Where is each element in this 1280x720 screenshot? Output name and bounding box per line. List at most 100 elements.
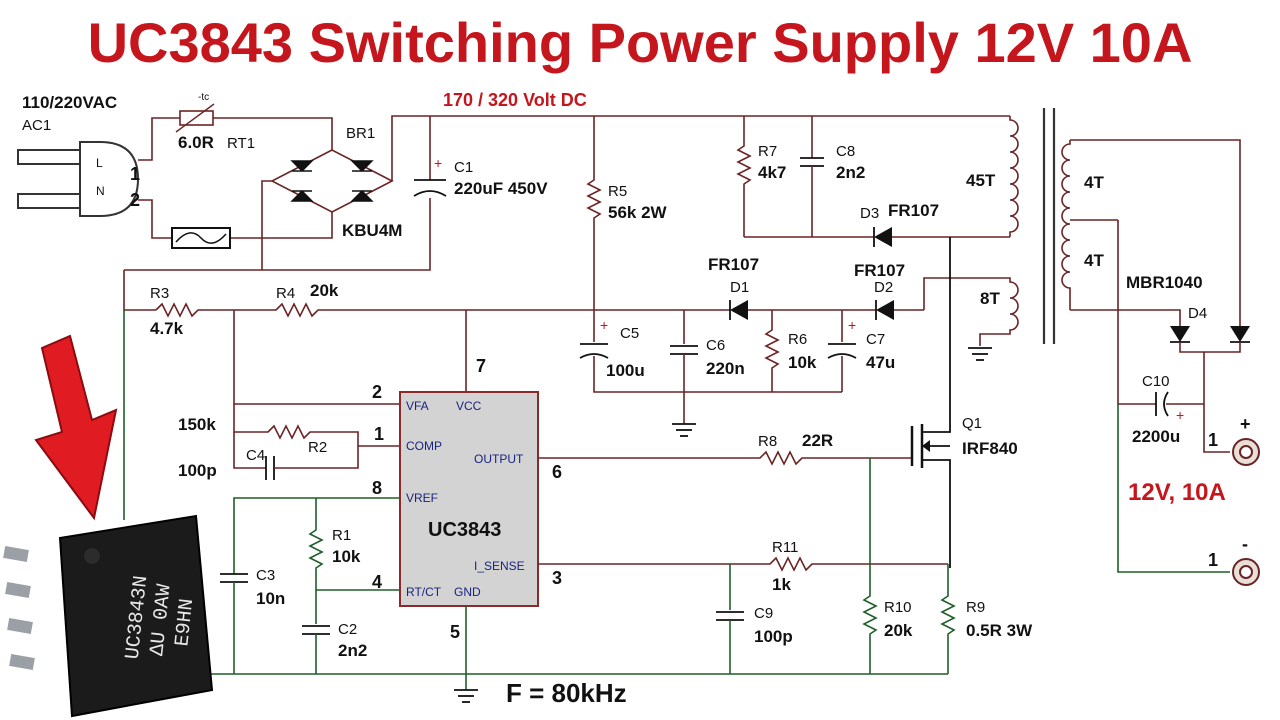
r9-value: 0.5R 3W (966, 621, 1033, 640)
r3-value: 4.7k (150, 319, 184, 338)
thermistor-rt1 (175, 103, 215, 133)
c3-value: 10n (256, 589, 285, 608)
ic-pin-vcc: VCC (456, 399, 482, 413)
c9-ref: C9 (754, 605, 773, 622)
c10-plus: + (1176, 407, 1184, 423)
c7-value: 47u (866, 353, 895, 372)
pin-num-vcc: 7 (476, 356, 486, 376)
r5-ref: R5 (608, 183, 627, 200)
r4-ref: R4 (276, 285, 295, 302)
ic-pin-vref: VREF (406, 491, 438, 505)
input-voltage-label: 110/220VAC (22, 93, 117, 112)
capacitor-c6 (670, 345, 698, 355)
r7-ref: R7 (758, 143, 777, 160)
c1-value: 220uF 450V (454, 179, 548, 198)
bridge-rectifier-br1 (270, 149, 394, 213)
input-pin-2: 2 (130, 190, 140, 210)
c5-ref: C5 (620, 325, 639, 342)
capacitor-c7 (827, 343, 857, 359)
c3-ref: C3 (256, 567, 275, 584)
r3-ref: R3 (150, 285, 169, 302)
c6-ref: C6 (706, 337, 725, 354)
neg-sign: - (1242, 534, 1248, 554)
pin-num-gnd: 5 (450, 622, 460, 642)
dc-bus-label: 170 / 320 Volt DC (443, 90, 587, 110)
chip-photo-icon (3, 514, 214, 718)
ac-plug-icon (17, 141, 140, 217)
ic-pin-vfa: VFA (406, 399, 429, 413)
c5-plus: + (600, 317, 608, 333)
c7-plus: + (848, 317, 856, 333)
r6-value: 10k (788, 353, 817, 372)
output-rating: 12V, 10A (1128, 479, 1226, 506)
ic-pin-isense: I_SENSE (474, 559, 525, 573)
r8-value: 22R (802, 431, 833, 450)
r10-value: 20k (884, 621, 913, 640)
d2-ref: D2 (874, 279, 893, 296)
fuse-icon (171, 227, 231, 249)
r1-value: 10k (332, 547, 361, 566)
page-title: UC3843 Switching Power Supply 12V 10A (88, 11, 1193, 74)
aux-turns: 8T (980, 289, 1000, 308)
r6-ref: R6 (788, 331, 807, 348)
q1-value: IRF840 (962, 439, 1018, 458)
ic-name: UC3843 (428, 519, 501, 541)
r11-ref: R11 (772, 539, 798, 556)
c8-value: 2n2 (836, 163, 865, 182)
r5-value: 56k 2W (608, 203, 668, 222)
r11-value: 1k (772, 575, 791, 594)
br1-ref: BR1 (346, 125, 375, 142)
ic-pin-output: OUTPUT (474, 452, 524, 466)
output-positive-terminal-icon (1232, 438, 1260, 466)
diode-d3 (873, 227, 892, 247)
sec2-turns: 4T (1084, 251, 1104, 270)
d4-ref: D4 (1188, 305, 1207, 322)
plug-n-label: N (96, 184, 105, 198)
ground-icon (454, 689, 478, 703)
r8-ref: R8 (758, 433, 777, 450)
pos-sign: + (1240, 414, 1251, 434)
pin-num-output: 6 (552, 462, 562, 482)
capacitor-c1 (413, 179, 447, 197)
mosfet-q1 (910, 237, 951, 568)
d2-value: FR107 (854, 261, 905, 280)
ic-pin-comp: COMP (406, 439, 442, 453)
diode-d1 (729, 300, 748, 320)
pin-num-vref: 8 (372, 478, 382, 498)
red-arrow-icon (34, 334, 118, 521)
capacitor-c3 (220, 573, 248, 583)
rt1-value: 6.0R (178, 133, 214, 152)
c4-ref: C4 (246, 447, 265, 464)
r2-value: 150k (178, 415, 216, 434)
rt1-ref: RT1 (227, 135, 255, 152)
frequency-label: F = 80kHz (506, 678, 627, 708)
primary-turns: 45T (966, 171, 996, 190)
ic-pin-rtct: RT/CT (406, 585, 442, 599)
r4-value: 20k (310, 281, 339, 300)
capacitor-c2 (302, 625, 330, 635)
output-negative-terminal-icon (1232, 558, 1260, 586)
out-neg-pin: 1 (1208, 550, 1218, 570)
c5-value: 100u (606, 361, 645, 380)
c4-value: 100p (178, 461, 217, 480)
ac1-label: AC1 (22, 117, 51, 134)
capacitor-c5 (579, 343, 609, 359)
input-pin-1: 1 (130, 164, 140, 184)
d1-ref: D1 (730, 279, 749, 296)
plug-l-label: L (96, 156, 103, 170)
c10-value: 2200u (1132, 427, 1180, 446)
diode-d2 (875, 300, 894, 320)
sec1-turns: 4T (1084, 173, 1104, 192)
br1-value: KBU4M (342, 221, 402, 240)
chip-marking-3: E9HN (171, 597, 199, 647)
out-pos-pin: 1 (1208, 430, 1218, 450)
diode-d4 (1170, 326, 1250, 343)
c2-value: 2n2 (338, 641, 367, 660)
d3-value: FR107 (888, 201, 939, 220)
c1-plus: + (434, 155, 442, 171)
r2-ref: R2 (308, 439, 327, 456)
r10-ref: R10 (884, 599, 912, 616)
pin-num-comp: 1 (374, 424, 384, 444)
c10-ref: C10 (1142, 373, 1170, 390)
